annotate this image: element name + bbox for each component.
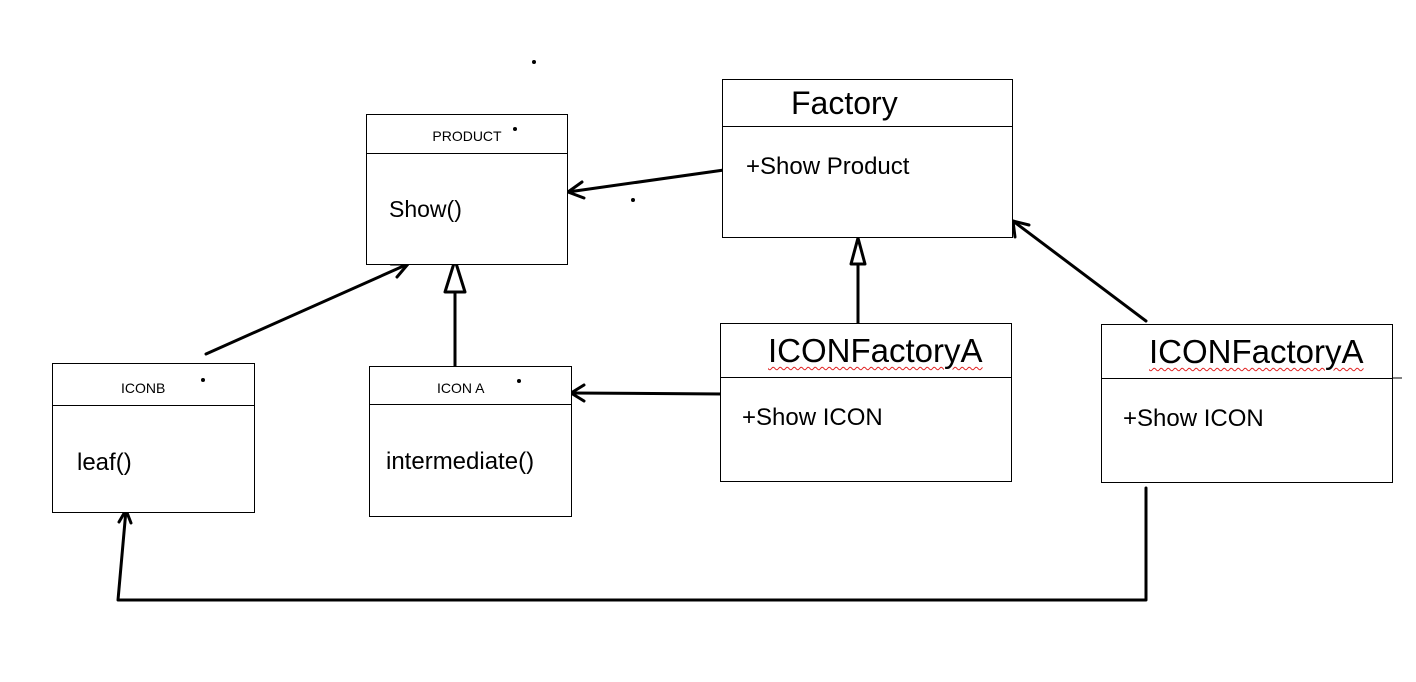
iconfactory2-to-iconb-arrow: [116, 486, 1148, 602]
class-iconfactorya-right-member: +Show ICON: [1123, 405, 1264, 432]
class-iconb-member: leaf(): [77, 449, 132, 476]
class-iconfactorya-left-member: +Show ICON: [742, 404, 883, 431]
stray-dot: [517, 379, 521, 383]
class-factory-title: Factory: [791, 85, 898, 121]
class-icona-header: ICON A: [370, 367, 571, 405]
class-iconfactorya-left[interactable]: ICONFactoryA +Show ICON: [720, 323, 1012, 482]
class-iconfactorya-right-title: ICONFactoryA: [1149, 333, 1364, 370]
class-iconb-title: ICONB: [121, 380, 166, 396]
iconfactory2-to-factory-arrow: [1011, 219, 1148, 323]
class-iconfactorya-left-title: ICONFactoryA: [768, 332, 983, 369]
class-factory-header: Factory: [723, 80, 1012, 127]
class-icona[interactable]: ICON A intermediate(): [369, 366, 572, 517]
class-iconfactorya-left-header: ICONFactoryA: [721, 324, 1011, 378]
class-product[interactable]: PRODUCT Show(): [366, 114, 568, 265]
class-factory[interactable]: Factory +Show Product: [722, 79, 1013, 238]
iconb-to-product-arrow: [204, 262, 410, 356]
class-iconb[interactable]: ICONB leaf(): [52, 363, 255, 513]
class-icona-member: intermediate(): [386, 448, 535, 475]
class-icona-title: ICON A: [437, 380, 485, 396]
stray-dot: [513, 127, 517, 131]
class-iconfactorya-right-header: ICONFactoryA: [1102, 325, 1392, 379]
stray-dot: [201, 378, 205, 382]
class-factory-member: +Show Product: [746, 153, 910, 180]
class-iconb-header: ICONB: [53, 364, 254, 406]
class-product-header: PRODUCT: [367, 115, 567, 154]
icona-generalization-arrow: [443, 258, 467, 366]
class-product-member: Show(): [389, 196, 462, 222]
iconfactory-generalization-arrow: [849, 236, 867, 323]
stray-dot: [532, 60, 536, 64]
stray-dot: [631, 198, 635, 202]
class-product-title: PRODUCT: [432, 128, 502, 144]
class-iconfactorya-right[interactable]: ICONFactoryA +Show ICON: [1101, 324, 1393, 483]
iconfactory-to-icona-arrow: [569, 383, 725, 403]
factory-to-product-arrow: [566, 168, 726, 200]
